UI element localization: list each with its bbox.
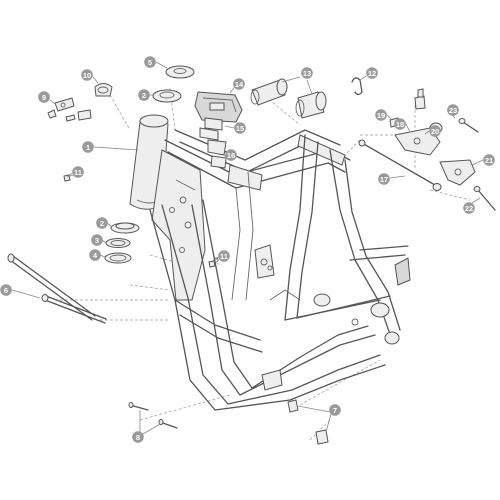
callout-marker	[138, 89, 150, 101]
callout-number: 13	[303, 69, 311, 78]
callout-marker	[375, 109, 387, 121]
callout-marker	[483, 154, 495, 166]
callout-marker	[218, 250, 230, 262]
callout-8: 8	[132, 431, 144, 443]
motorcycle-frame	[129, 114, 411, 411]
callout-marker	[91, 234, 103, 246]
callout-marker	[96, 217, 108, 229]
callout-marker	[463, 202, 475, 214]
callout-number: 21	[485, 156, 493, 165]
callout-11: 11	[72, 166, 84, 178]
callout-number: 2	[142, 91, 146, 100]
callout-marker	[234, 122, 246, 134]
callout-15: 15	[234, 122, 246, 134]
callout-number: 9	[42, 93, 46, 102]
callout-marker	[225, 149, 237, 161]
callout-number: 19	[377, 111, 385, 120]
callout-marker	[329, 404, 341, 416]
callout-number: 22	[465, 204, 473, 213]
steering-bearings	[99, 222, 140, 264]
part-6-long-bolts	[7, 253, 107, 324]
callout-marker	[132, 431, 144, 443]
part-7-bolts	[287, 399, 332, 445]
callout-9: 9	[38, 91, 50, 103]
callout-marker	[81, 69, 93, 81]
callout-17: 17	[378, 173, 390, 185]
part-14-control-unit	[194, 84, 243, 123]
callout-number: 3	[95, 236, 99, 245]
callout-marker	[429, 125, 441, 137]
callout-marker	[378, 173, 390, 185]
footrest-bracket-parts	[358, 88, 496, 211]
callout-4: 4	[89, 249, 101, 261]
callout-21: 21	[483, 154, 495, 166]
callout-marker	[144, 56, 156, 68]
callout-marker	[82, 141, 94, 153]
callout-number: 8	[136, 433, 140, 442]
callout-18: 18	[394, 118, 406, 130]
callout-number: 23	[449, 106, 457, 115]
parts-15-16-blocks	[199, 117, 235, 169]
callout-number: 11	[220, 252, 228, 261]
callout-13: 13	[301, 67, 313, 79]
callout-5: 5	[144, 56, 156, 68]
callout-number: 15	[236, 124, 244, 133]
callout-11: 11	[218, 250, 230, 262]
callout-14: 14	[233, 78, 245, 90]
callout-marker	[89, 249, 101, 261]
callout-12: 12	[366, 67, 378, 79]
callout-16: 16	[225, 149, 237, 161]
callout-marker	[447, 104, 459, 116]
callout-marker	[72, 166, 84, 178]
callout-number: 11	[74, 168, 82, 177]
callout-number: 6	[4, 286, 8, 295]
callout-19: 19	[375, 109, 387, 121]
callout-marker	[233, 78, 245, 90]
part-11-screws	[63, 172, 219, 268]
part-12-hook	[351, 75, 367, 96]
callout-3: 3	[91, 234, 103, 246]
callout-number: 4	[93, 251, 98, 260]
callout-7: 7	[329, 404, 341, 416]
callout-number: 5	[148, 58, 152, 67]
callout-1: 1	[82, 141, 94, 153]
part-13-bushings	[250, 76, 327, 119]
part-8-pins	[128, 402, 178, 435]
callout-2: 2	[138, 89, 150, 101]
callout-marker	[38, 91, 50, 103]
callout-23: 23	[447, 104, 459, 116]
callout-number: 1	[86, 143, 90, 152]
callout-6: 6	[0, 284, 12, 296]
callout-number: 12	[368, 69, 376, 78]
callout-number: 16	[227, 151, 235, 160]
callout-number: 18	[396, 120, 404, 129]
callout-marker	[366, 67, 378, 79]
callout-number: 10	[83, 71, 91, 80]
callout-number: 2	[100, 219, 104, 228]
callout-number: 14	[235, 80, 244, 89]
callout-marker	[301, 67, 313, 79]
top-bearing-parts	[92, 61, 195, 103]
callout-2: 2	[96, 217, 108, 229]
callout-marker	[394, 118, 406, 130]
callout-number: 17	[380, 175, 388, 184]
part-9-clip	[47, 97, 92, 122]
callout-marker	[0, 284, 12, 296]
callout-number: 7	[333, 406, 337, 415]
callout-20: 20	[429, 125, 441, 137]
callout-22: 22	[463, 202, 475, 214]
callout-number: 20	[431, 127, 439, 136]
callout-10: 10	[81, 69, 93, 81]
